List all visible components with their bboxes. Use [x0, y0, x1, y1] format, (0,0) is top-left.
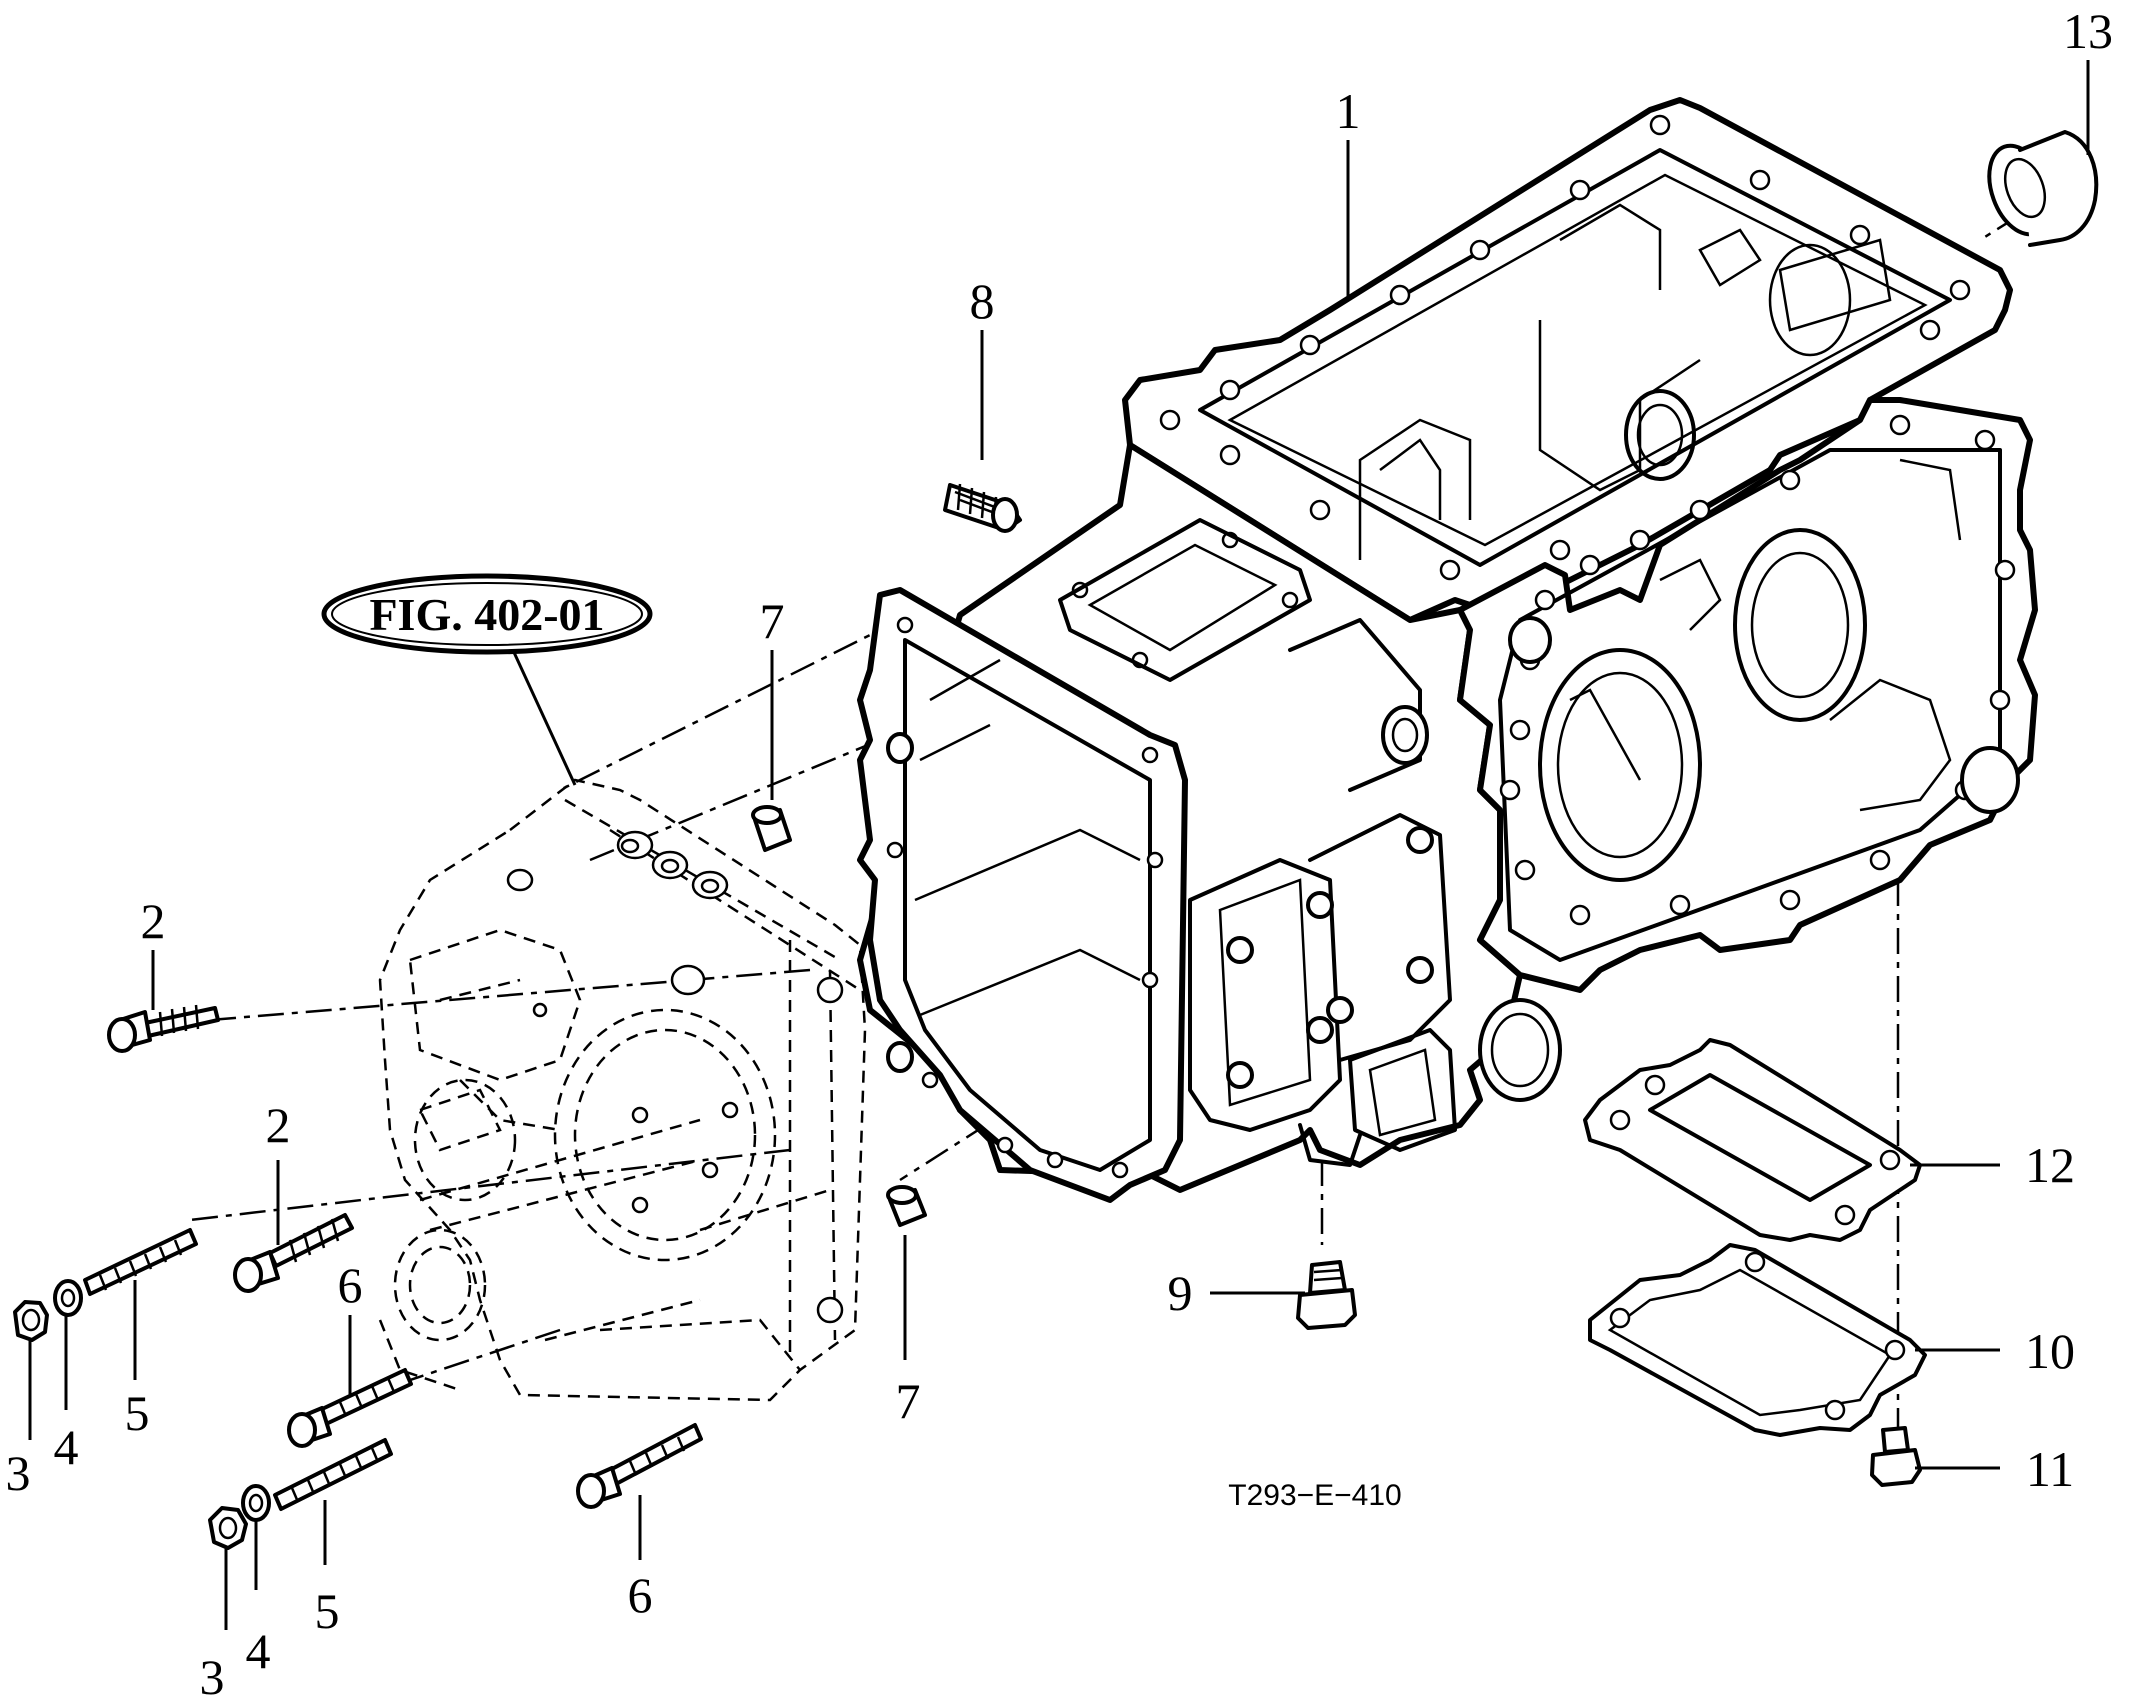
callout-9: 9: [1168, 1265, 1193, 1321]
callout-4-upper: 4: [54, 1419, 79, 1475]
gasket-part-12: [1583, 1038, 1922, 1242]
washer-part-4-upper: [53, 1279, 83, 1317]
callout-5-lower: 5: [315, 1583, 340, 1639]
callout-6-upper: 6: [338, 1257, 363, 1313]
callout-8: 8: [970, 273, 995, 329]
drawing-code: T293−E−410: [1228, 1479, 1401, 1512]
nut-part-3-upper: [13, 1300, 49, 1342]
callout-leaders: [28, 60, 2090, 1630]
plug-part-11: [1870, 1426, 1922, 1487]
dowel-pin-part-7-lower: [886, 1185, 927, 1227]
callout-7-lower: 7: [896, 1373, 921, 1429]
stud-part-5-upper: [83, 1228, 198, 1296]
bolt-part-6-lower: [576, 1423, 703, 1509]
plug-cap-part-13: [1987, 130, 2099, 247]
callout-2-lower: 2: [266, 1097, 291, 1153]
washer-part-4-lower: [241, 1484, 271, 1522]
callout-13: 13: [2063, 3, 2113, 59]
bolt-part-6-upper: [287, 1368, 413, 1448]
callout-2-upper: 2: [141, 893, 166, 949]
callout-7-upper: 7: [760, 593, 785, 649]
cover-plate-part-10: [1588, 1243, 1927, 1437]
nut-part-3-lower: [208, 1506, 248, 1550]
callout-10: 10: [2025, 1323, 2075, 1379]
phantom-pump-assembly: [378, 778, 867, 1402]
callout-4-lower: 4: [246, 1623, 271, 1679]
callout-3-upper: 3: [6, 1445, 31, 1501]
drain-plug-part-9: [1296, 1260, 1357, 1330]
callout-3-lower: 3: [200, 1649, 225, 1702]
bolt-part-2-upper: [107, 1004, 220, 1053]
figure-reference-oval[interactable]: FIG. 402-01: [321, 573, 653, 655]
callout-12: 12: [2025, 1137, 2075, 1193]
dowel-pin-part-7-upper: [751, 805, 792, 852]
stud-part-5-lower: [273, 1438, 393, 1511]
transmission-housing: [857, 97, 2038, 1203]
callout-numbers: 1 13 8 7 7 2 2 5 5 3 4 3 4 6 6 9 12 10 1…: [6, 3, 2114, 1702]
figure-reference-label: FIG. 402-01: [369, 589, 604, 640]
callout-1: 1: [1336, 83, 1361, 139]
callout-11: 11: [2026, 1441, 2074, 1497]
callout-5-upper: 5: [125, 1385, 150, 1441]
bolt-part-2-lower: [233, 1213, 354, 1293]
callout-6-lower: 6: [628, 1567, 653, 1623]
breather-part-8: [943, 483, 1022, 533]
